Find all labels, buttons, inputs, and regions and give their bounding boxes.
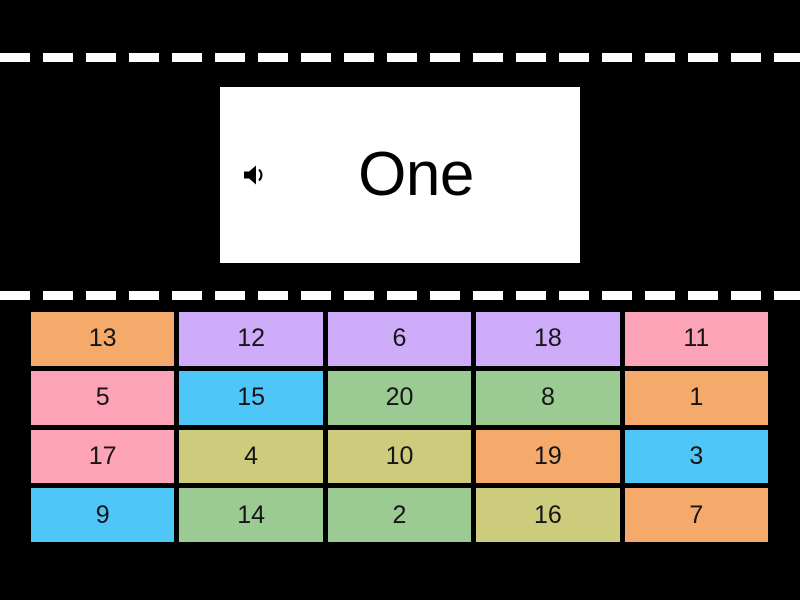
answer-tile[interactable]: 9 (31, 488, 175, 542)
answer-tile[interactable]: 2 (327, 488, 472, 542)
answer-tile[interactable]: 11 (624, 312, 768, 366)
answer-tile[interactable]: 3 (624, 429, 768, 484)
answer-tile[interactable]: 15 (179, 370, 323, 425)
answer-tile[interactable]: 16 (476, 488, 620, 542)
answer-tile[interactable]: 1 (624, 370, 768, 425)
answer-tile[interactable]: 8 (476, 370, 620, 425)
prompt-text: One (358, 140, 474, 209)
answer-tile[interactable]: 10 (327, 429, 472, 484)
answer-tile[interactable]: 4 (179, 429, 323, 484)
answer-tile[interactable]: 20 (327, 370, 472, 425)
answer-tile[interactable]: 17 (31, 429, 175, 484)
speaker-icon[interactable] (234, 153, 278, 197)
answer-tile[interactable]: 12 (179, 312, 323, 366)
speaker-icon-glyph (244, 165, 263, 185)
middle-dashed-divider (0, 291, 800, 300)
answer-tile[interactable]: 13 (31, 312, 175, 366)
prompt-card[interactable]: One (220, 87, 580, 263)
top-dashed-divider (0, 53, 800, 62)
answer-tile[interactable]: 14 (179, 488, 323, 542)
answer-tile[interactable]: 7 (624, 488, 768, 542)
answer-tile[interactable]: 5 (31, 370, 175, 425)
answer-tile[interactable]: 6 (327, 312, 472, 366)
answer-tile[interactable]: 19 (476, 429, 620, 484)
answer-tile[interactable]: 18 (476, 312, 620, 366)
